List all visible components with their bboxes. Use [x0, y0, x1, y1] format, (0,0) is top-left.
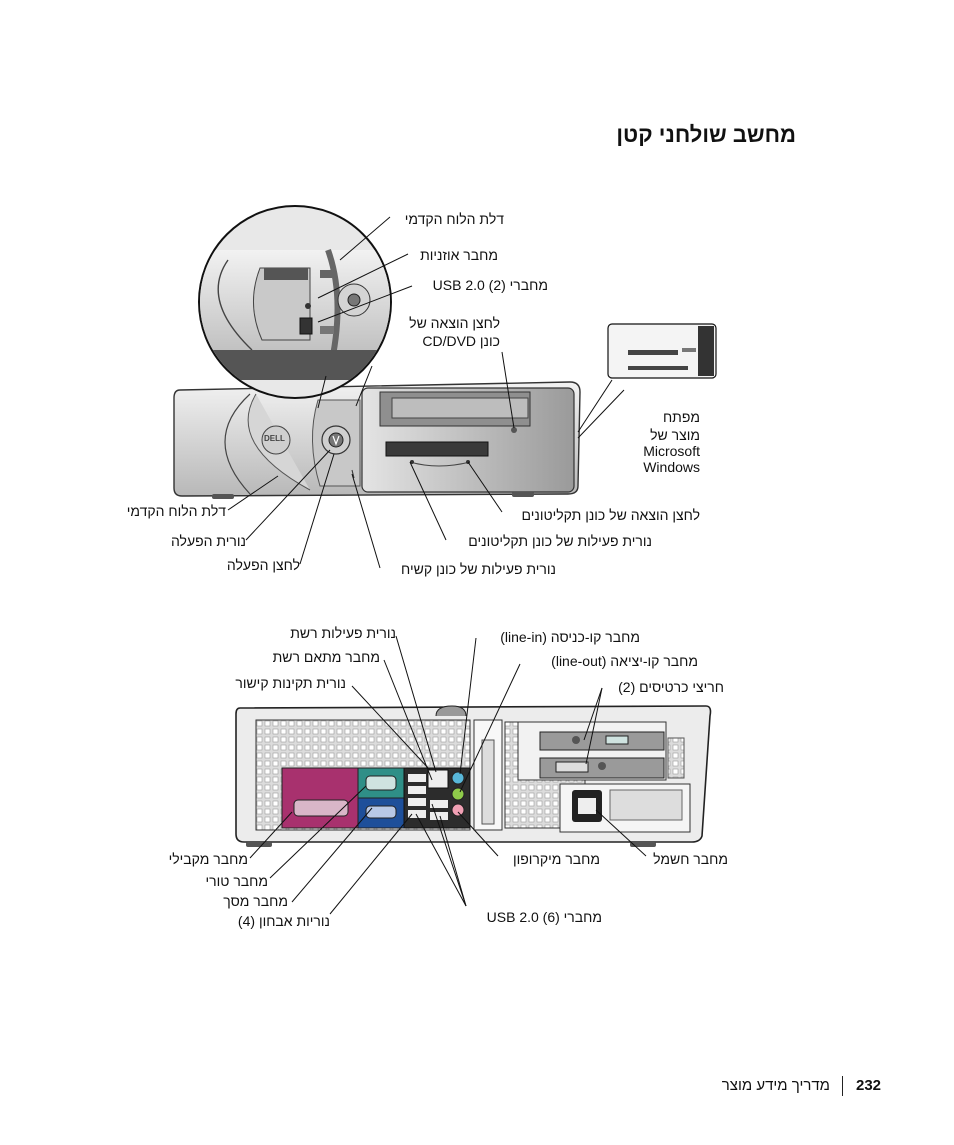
- back-leader-lines: [249, 635, 647, 915]
- label-front-door: דלת הלוח הקדמי: [126, 503, 226, 519]
- label-headphone-connector: מחבר אוזניות: [420, 247, 498, 263]
- product-key-line: Windows: [643, 459, 700, 475]
- product-key-sticker: [577, 323, 717, 439]
- label-front-usb: מחברי USB 2.0 (2): [432, 277, 548, 293]
- label-network-adapter: מחבר מתאם רשת: [272, 649, 380, 665]
- front-leader-lines: [227, 216, 515, 569]
- label-power-connector: מחבר חשמל: [653, 851, 728, 867]
- back-computer: [235, 705, 712, 847]
- page-title: מחשב שולחני קטן: [616, 122, 796, 147]
- label-parallel-connector: מחבר מקבילי: [168, 851, 248, 867]
- label-serial-connector: מחבר טורי: [205, 873, 268, 889]
- label-line-out: מחבר קו-יציאה (line-out): [551, 653, 698, 669]
- label-video-connector: מחבר מסך: [223, 893, 288, 909]
- label-line-in: מחבר קו-כניסה (line-in): [500, 629, 640, 645]
- label-floppy-eject: לחצן הוצאה של כונן תקליטונים: [521, 507, 700, 523]
- label-floppy-light: נורית פעילות של כונן תקליטונים: [468, 533, 652, 549]
- label-back-usb: מחברי USB 2.0 (6): [486, 909, 602, 925]
- footer-separator: [842, 1076, 843, 1096]
- label-network-activity: נורית פעילות רשת: [290, 625, 396, 641]
- label-cd-eject-line1: לחצן הוצאה של: [409, 315, 500, 331]
- label-link-integrity: נורית תקינות קישור: [235, 675, 346, 691]
- front-zoom-circle: [198, 205, 392, 399]
- label-diagnostic-lights: נוריות אבחון (4): [237, 913, 330, 929]
- label-microphone-connector: מחבר מיקרופון: [512, 851, 600, 867]
- product-key-line: מפתח: [662, 409, 700, 425]
- page-number: 232: [856, 1077, 882, 1094]
- label-front-door-zoom: דלת הלוח הקדמי: [404, 211, 504, 227]
- label-power-button: לחצן הפעלה: [226, 557, 300, 573]
- footer-guide-title: מדריך מידע מוצר: [721, 1077, 830, 1094]
- dell-logo: DELL: [264, 434, 285, 443]
- label-card-slots: חריצי כרטיסים (2): [618, 679, 724, 695]
- product-key-line: Microsoft: [643, 443, 700, 459]
- label-cd-eject-line2: כונן CD/DVD: [422, 333, 500, 349]
- label-power-light: נורית הפעלה: [170, 533, 246, 549]
- front-computer: [173, 381, 581, 499]
- label-hdd-light: נורית פעילות של כונן קשיח: [401, 561, 556, 577]
- product-key-line: מוצר של: [650, 427, 700, 443]
